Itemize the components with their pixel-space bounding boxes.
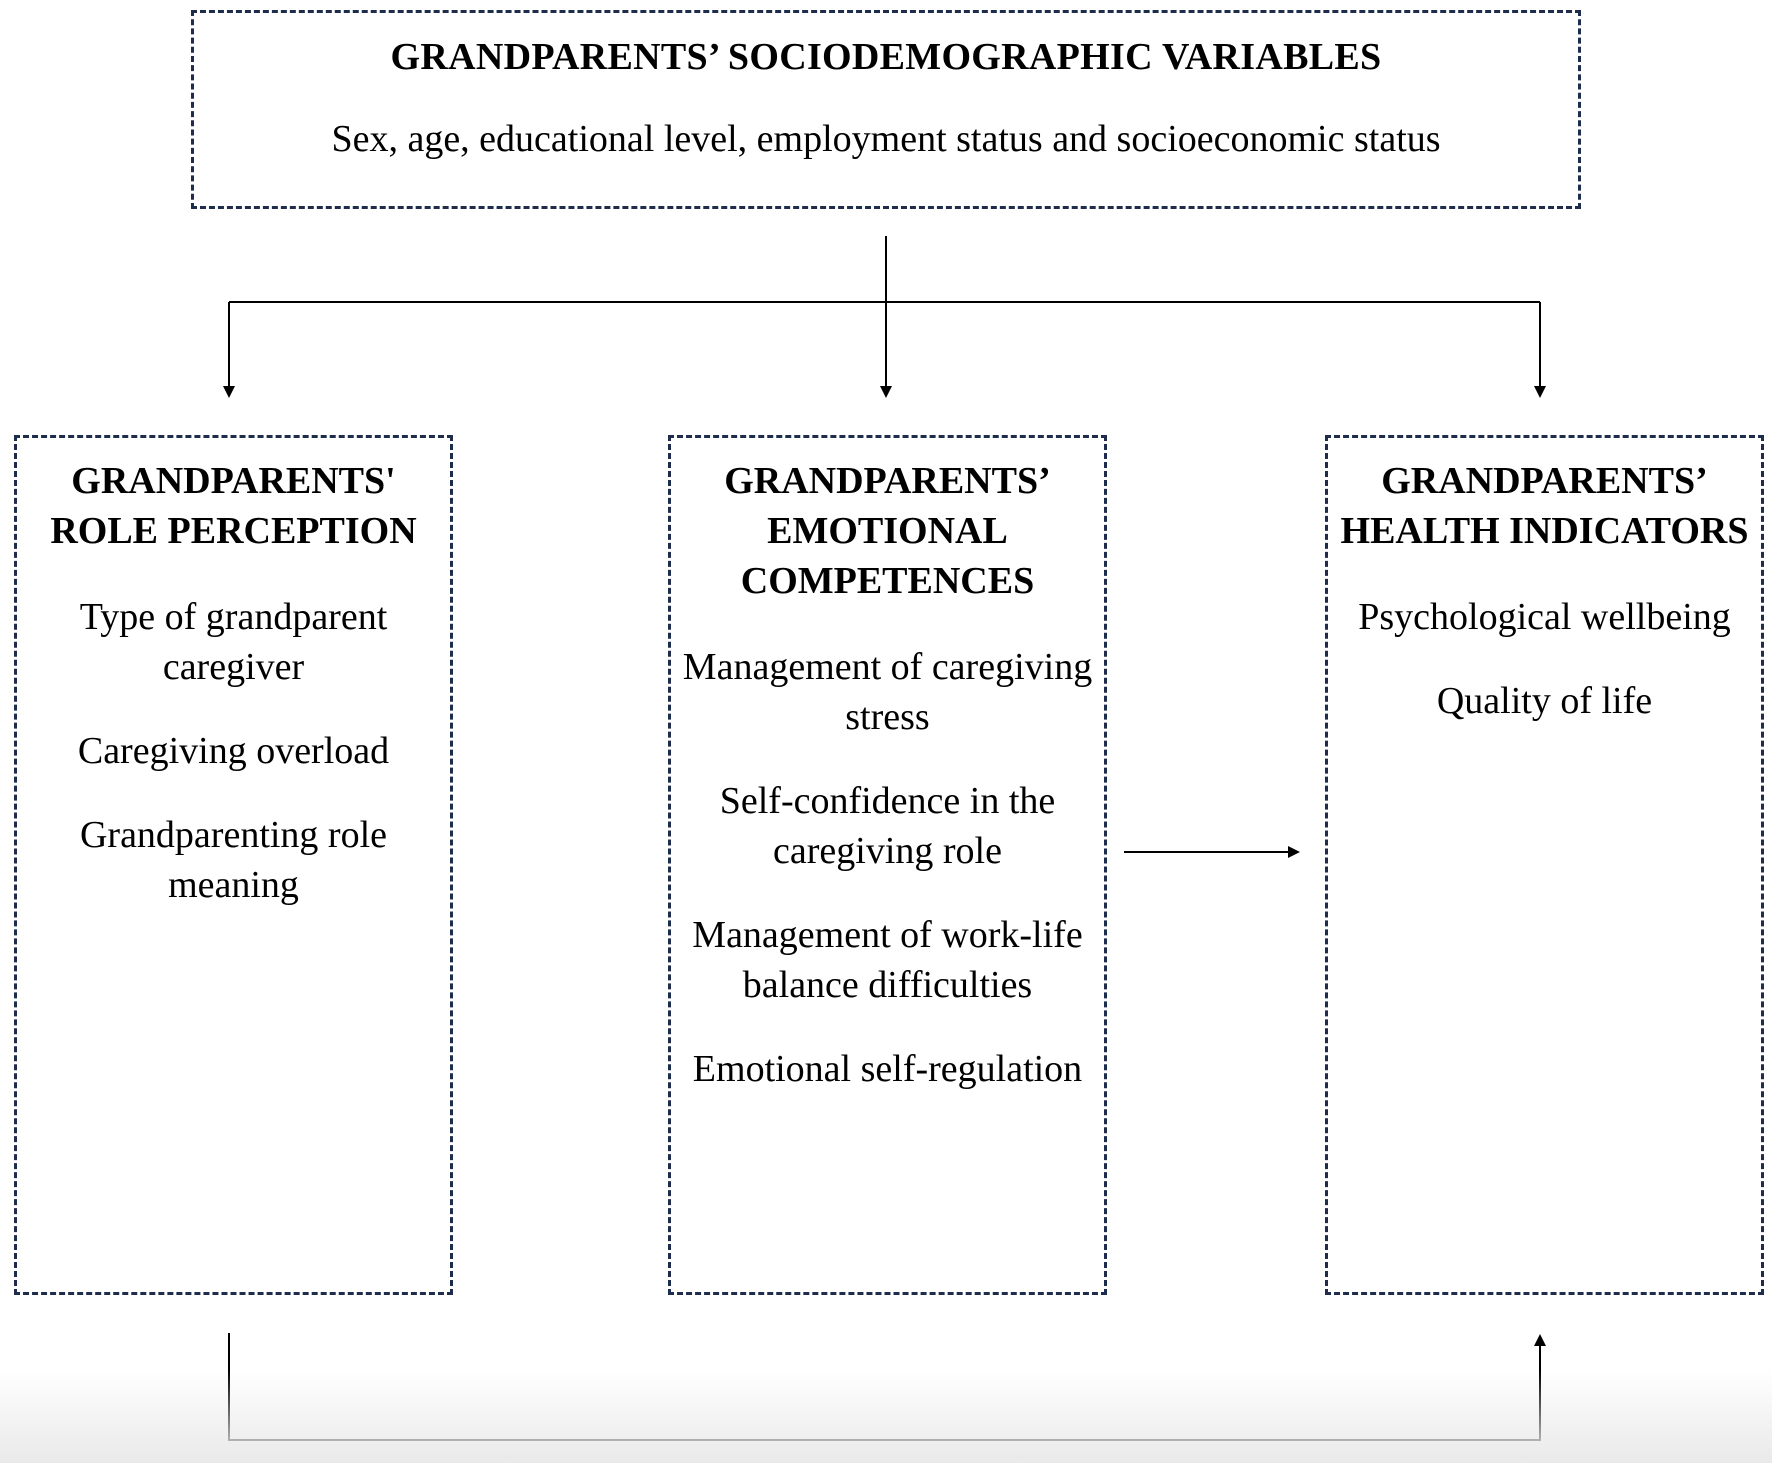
sociodemographic-box: GRANDPARENTS’ SOCIODEMOGRAPHIC VARIABLES… bbox=[191, 10, 1581, 209]
sociodemographic-title: GRANDPARENTS’ SOCIODEMOGRAPHIC VARIABLES bbox=[390, 36, 1382, 78]
role-perception-box: GRANDPARENTS' ROLE PERCEPTION Type of gr… bbox=[14, 435, 453, 1295]
health-indicators-box: GRANDPARENTS’ HEALTH INDICATORS Psycholo… bbox=[1325, 435, 1764, 1295]
sociodemographic-subtitle: Sex, age, educational level, employment … bbox=[331, 117, 1441, 160]
emotional-competences-title: GRANDPARENTS’ EMOTIONAL COMPETENCES bbox=[724, 460, 1051, 602]
health-indicators-title: GRANDPARENTS’ HEALTH INDICATORS bbox=[1340, 460, 1749, 552]
list-item: Quality of life bbox=[1436, 680, 1653, 722]
role-perception-title: GRANDPARENTS' ROLE PERCEPTION bbox=[50, 460, 417, 552]
bottom-fade bbox=[0, 1370, 1772, 1463]
list-item: Grandparenting role meaning bbox=[79, 814, 388, 906]
list-item: Type of grandparent caregiver bbox=[79, 596, 388, 688]
list-item: Self-confidence in the caregiving role bbox=[719, 780, 1056, 872]
list-item: Management of work-life balance difficul… bbox=[692, 914, 1083, 1006]
list-item: Psychological wellbeing bbox=[1358, 596, 1731, 638]
emotional-competences-box: GRANDPARENTS’ EMOTIONAL COMPETENCES Mana… bbox=[668, 435, 1107, 1295]
list-item: Emotional self-regulation bbox=[692, 1048, 1083, 1090]
list-item: Management of caregiving stress bbox=[682, 646, 1093, 738]
list-item: Caregiving overload bbox=[77, 730, 390, 772]
